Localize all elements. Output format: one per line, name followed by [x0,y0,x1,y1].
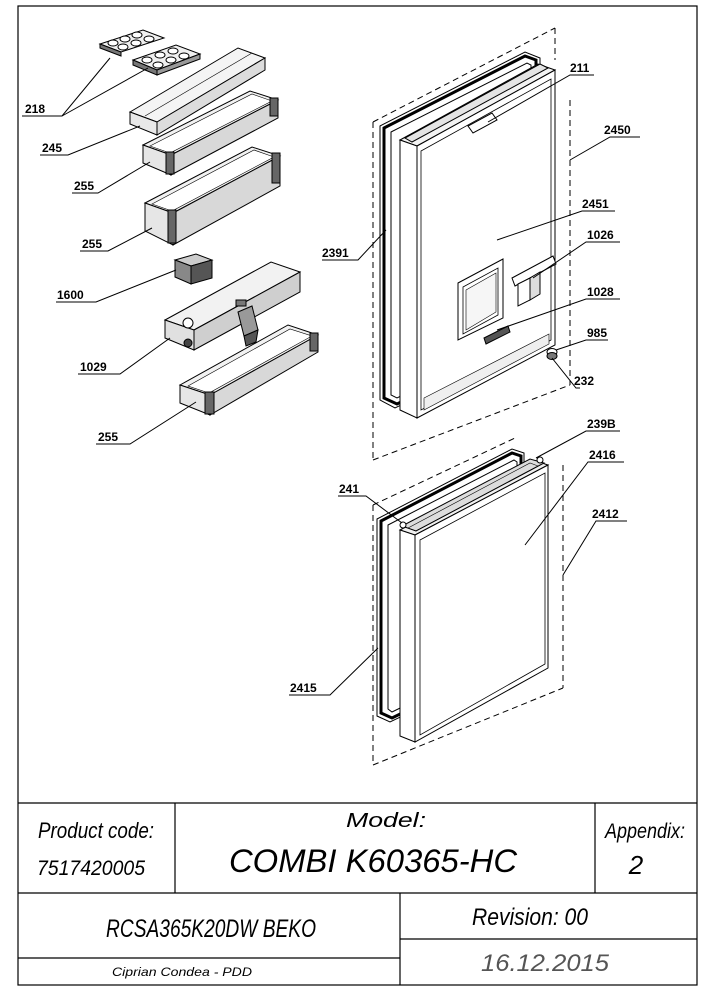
callout-1028: 1028 [587,285,614,299]
egg-tray-2 [131,44,202,76]
callout-985: 985 [587,326,607,340]
dispenser-block [173,253,214,285]
egg-tray-1 [98,29,166,57]
callout-2412: 2412 [592,507,619,521]
leader-lines [22,57,640,696]
callout-2415: 2415 [290,681,317,695]
callout-211: 211 [570,61,590,75]
callout-2416: 2416 [589,448,616,462]
dispenser-housing [163,261,302,351]
upper-door-panel [398,63,557,419]
callout-1600: 1600 [57,288,84,302]
appendix-value: 2 [628,850,644,880]
callout-1026: 1026 [587,228,614,242]
callout-255-b: 255 [82,237,102,251]
callout-1029: 1029 [80,360,107,374]
product-name: RCSA365K20DW BEKO [106,915,316,943]
model-value: COMBI K60365-HC [229,843,518,879]
lower-door-dashed-envelope [372,437,564,766]
hinge-bushing [546,348,558,360]
appendix-label: Appendix: [603,820,685,843]
revision: Revision: 00 [472,904,589,931]
date: 16.12.2015 [481,950,610,977]
model-label: Model: [346,810,426,832]
door-shelf-3 [178,324,320,416]
upper-door-dashed-envelope [372,27,571,461]
callout-2451: 2451 [582,197,609,211]
author: Ciprian Condea - PDD [112,965,252,979]
callout-2391: 2391 [322,246,349,260]
callout-232: 232 [574,374,594,388]
door-shelf-1 [141,90,280,176]
product-code-label: Product code: [38,818,154,843]
shelf-lid [128,47,267,136]
callout-2450: 2450 [604,123,631,137]
callout-239b: 239B [587,417,616,431]
dispenser-bracket [511,255,557,307]
door-shelf-2 [143,146,282,246]
lower-door-panel [398,456,550,743]
title-block [18,802,697,985]
product-code-value: 7517420005 [37,857,145,880]
drawing-border [17,5,698,986]
callout-245: 245 [42,141,62,155]
callout-255-a: 255 [74,179,94,193]
callout-255-c: 255 [98,430,118,444]
callout-218: 218 [25,102,45,116]
callout-241: 241 [339,482,359,496]
